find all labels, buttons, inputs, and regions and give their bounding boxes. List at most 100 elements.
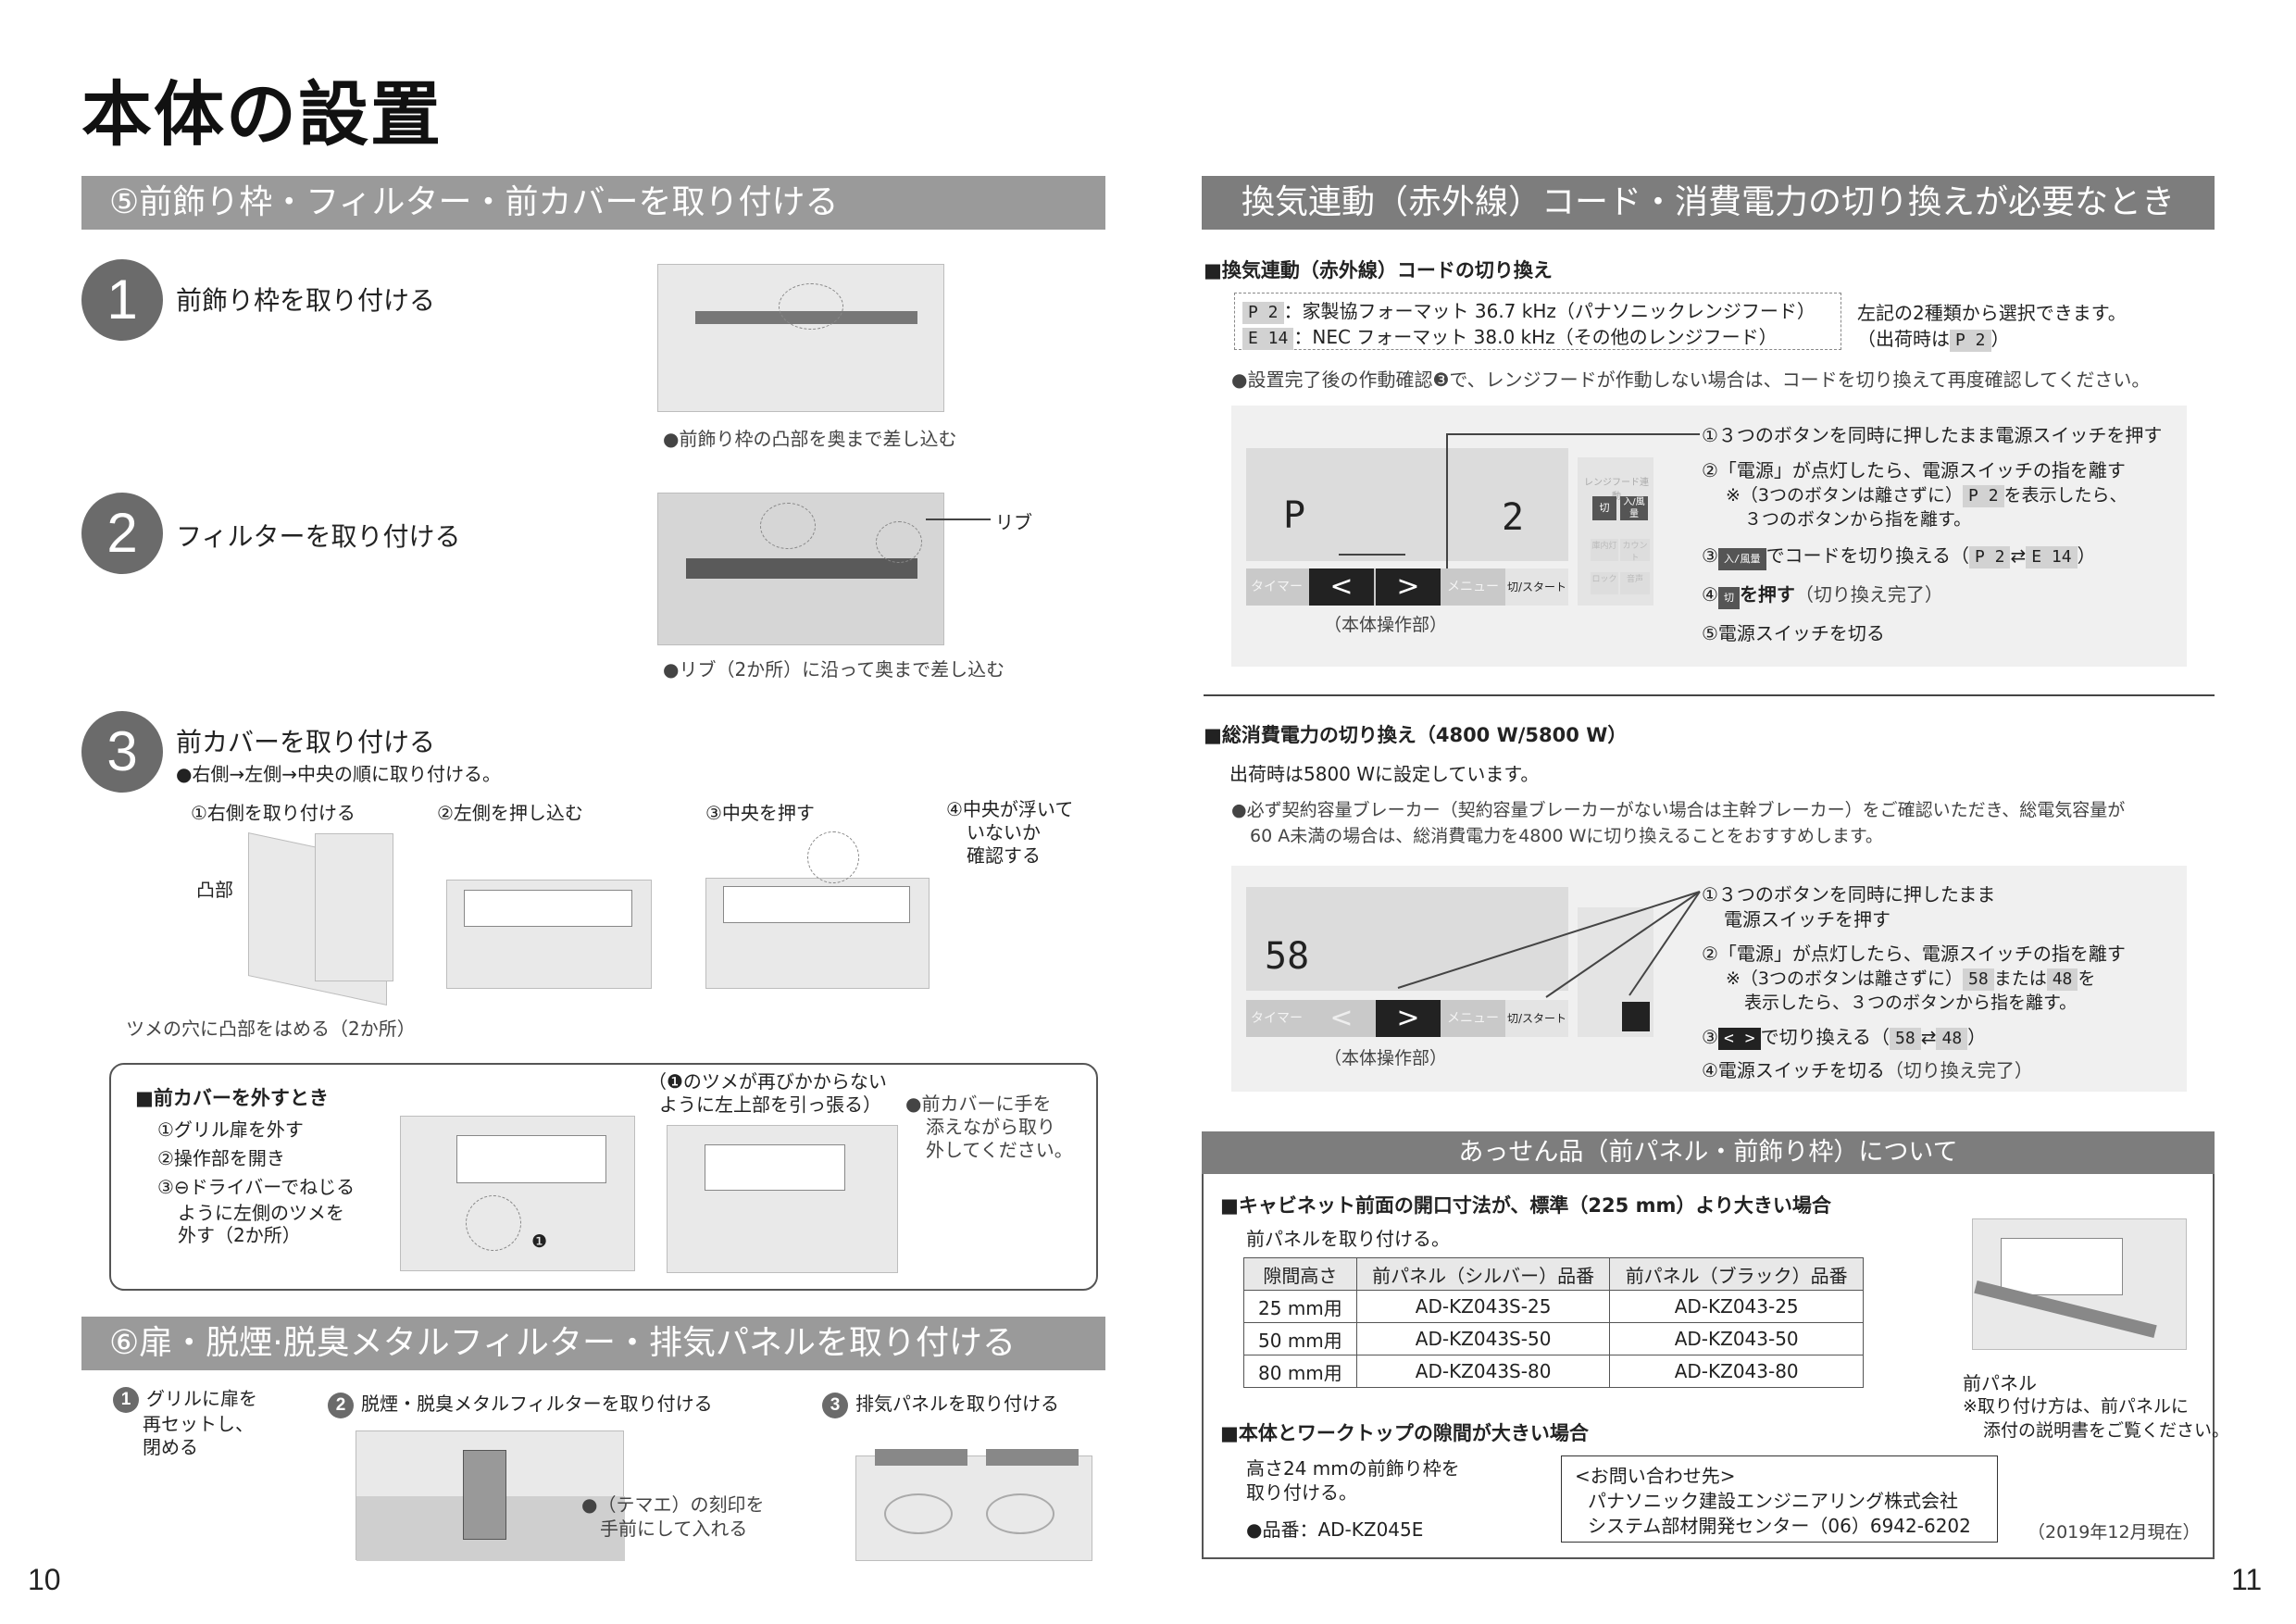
table-row: 25 mm用 AD-KZ043S-25 AD-KZ043-25: [1243, 1290, 1864, 1323]
exhaust-panel: [875, 1449, 967, 1466]
start-key[interactable]: 切/スタート: [1505, 1000, 1568, 1037]
code-e14-row: E 14：NEC フォーマット 38.0 kHz（その他のレンジフード）: [1242, 322, 1778, 350]
leader-line: [1397, 891, 1701, 989]
lock-key[interactable]: ロック: [1591, 572, 1618, 594]
key-row: タイマー < > メニュー 切/スタート: [1246, 1000, 1568, 1037]
power-step-1-cont: 電源スイッチを押す: [1724, 908, 1890, 931]
power-step-4: ④電源スイッチを切る（切り換え完了）: [1702, 1059, 2033, 1081]
right-key[interactable]: >: [1376, 568, 1441, 606]
exhaust-panel: [986, 1449, 1079, 1466]
off-key-inline: 切: [1717, 587, 1740, 609]
lcd-code: P 2: [1242, 302, 1284, 324]
lcd-code: 48: [2046, 968, 2078, 991]
power-heading: ■総消費電力の切り換え（4800 W/5800 W）: [1204, 724, 1628, 746]
burner-ring: [986, 1493, 1054, 1534]
off-key[interactable]: 切: [1592, 496, 1616, 520]
lcd-code: 58: [1963, 968, 1994, 991]
date-note: （2019年12月現在）: [2028, 1522, 2201, 1543]
count-key[interactable]: カウント: [1620, 539, 1650, 563]
code-p2-row: P 2：家製協フォーマット 36.7 kHz（パナソニックレンジフード）: [1242, 296, 1816, 324]
power-step-3: ③<>で切り換える（58⇄48）: [1702, 1026, 1987, 1050]
caption: ●前飾り枠の凸部を奥まで差し込む: [663, 428, 957, 450]
lcd-code: P 2: [1968, 546, 2011, 568]
remove-steps: ①グリル扉を外す ②操作部を開き ③⊖ドライバーでねじる ように左側のツメを 外…: [157, 1118, 356, 1246]
fan-key[interactable]: 入/風量: [1620, 496, 1648, 520]
boss-label: 凸部: [196, 879, 233, 901]
remove-cover-box: [109, 1063, 1098, 1291]
vent-step-5: ⑤電源スイッチを切る: [1702, 622, 1885, 644]
hood-side-panel: [1578, 907, 1653, 1037]
table-row: 50 mm用 AD-KZ043S-50 AD-KZ043-50: [1243, 1322, 1864, 1355]
power-shipped: 出荷時は5800 Wに設定しています。: [1229, 763, 1540, 785]
grill-opening: [2001, 1238, 2123, 1295]
power-note-1: ●必ず契約容量ブレーカー（契約容量ブレーカーがない場合は主幹ブレーカー）をご確認…: [1231, 800, 2126, 820]
step-number: 3: [81, 711, 163, 793]
leader-line: [1446, 433, 1700, 435]
rib-label: リブ: [995, 511, 1032, 533]
vent-step-2-note-cont: ３つのボタンから指を離す。: [1744, 509, 1972, 530]
illustration-cabinet-side: [315, 833, 393, 981]
voice-key[interactable]: 音声: [1620, 572, 1650, 594]
section-6-title: ⑥扉・脱煙·脱臭メタルフィルター・排気パネルを取り付ける: [81, 1317, 1105, 1370]
substep-3: ③中央を押す: [705, 802, 815, 824]
left-key-inline: <: [1717, 1028, 1740, 1050]
step-number: 1: [113, 1387, 139, 1413]
contact-box: <お問い合わせ先> パナソニック建設エンジニアリング株式会社 システム部材開発セ…: [1561, 1455, 1998, 1543]
vent-heading: ■換気連動（赤外線）コードの切り換え: [1204, 259, 1553, 281]
substep-2: ②左側を押し込む: [437, 802, 583, 824]
select-note: 左記の2種類から選択できます。: [1857, 302, 2127, 324]
lcd-code: E 14: [1242, 328, 1294, 350]
table-header: 前パネル（ブラック）品番: [1609, 1257, 1864, 1291]
page-number-right: 11: [2231, 1563, 2263, 1596]
pull-note: （❶のツメが再びかからない ように左上部を引っ張る）: [648, 1070, 887, 1116]
accessory-sub-1: 前パネルを取り付ける。: [1246, 1228, 1450, 1250]
control-panel: [705, 1144, 845, 1191]
remove-title: ■前カバーを外すとき: [135, 1087, 329, 1109]
section-title-right: 換気連動（赤外線）コード・消費電力の切り換えが必要なとき: [1202, 176, 2215, 230]
illustration-filter: [657, 493, 944, 645]
light-key[interactable]: 庫内灯: [1591, 539, 1618, 561]
illustration-front-cover-left: [446, 880, 652, 989]
control-panel: [464, 890, 632, 927]
menu-key[interactable]: メニュー: [1447, 1011, 1499, 1026]
lcd-display: P 2: [1246, 448, 1568, 561]
page-title: 本体の設置: [81, 73, 443, 156]
illustration-metal-filter: [356, 1430, 625, 1561]
panel-caption: （本体操作部）: [1324, 615, 1448, 635]
right-key-inline: >: [1739, 1028, 1761, 1050]
voice-key-highlight[interactable]: [1622, 1002, 1650, 1031]
menu-key[interactable]: メニュー: [1447, 580, 1499, 594]
timer-key[interactable]: タイマー: [1251, 1011, 1303, 1026]
step-title: フィルターを取り付ける: [176, 521, 461, 552]
hook-caption: ツメの穴に凸部をはめる（2か所）: [126, 1018, 416, 1040]
divider: [1204, 694, 2215, 696]
s6-step-2-note: ●（テマエ）の刻印を 手前にして入れる: [581, 1493, 765, 1540]
boss-highlight: [779, 283, 843, 330]
accessory-sub-2a: 高さ24 mmの前飾り枠を: [1246, 1457, 1460, 1480]
caption: ●リブ（2か所）に沿って奥まで差し込む: [663, 658, 1005, 681]
substep-1: ①右側を取り付ける: [191, 802, 356, 824]
start-key[interactable]: 切/スタート: [1505, 568, 1568, 606]
control-panel: [456, 1135, 606, 1183]
step-number: 2: [81, 493, 163, 574]
right-key[interactable]: >: [1376, 1000, 1441, 1037]
lcd-code: 48: [1936, 1028, 1968, 1050]
lcd-display: 58: [1246, 887, 1568, 991]
substep-4: ④中央が浮いて いないか 確認する: [946, 798, 1074, 867]
timer-key[interactable]: タイマー: [1251, 580, 1303, 594]
table-row: 80 mm用 AD-KZ043S-80 AD-KZ043-80: [1243, 1355, 1864, 1388]
left-key[interactable]: <: [1309, 568, 1374, 606]
part-number: ●品番：AD-KZ045E: [1246, 1518, 1424, 1541]
left-key[interactable]: <: [1329, 1002, 1354, 1034]
product-table: 隙間高さ 前パネル（シルバー）品番 前パネル（ブラック）品番 25 mm用 AD…: [1243, 1257, 1864, 1388]
step-number: 1: [81, 259, 163, 341]
lcd-code: P 2: [1950, 330, 1991, 352]
front-panel-note-2: 添付の説明書をご覧ください。: [1983, 1420, 2230, 1441]
